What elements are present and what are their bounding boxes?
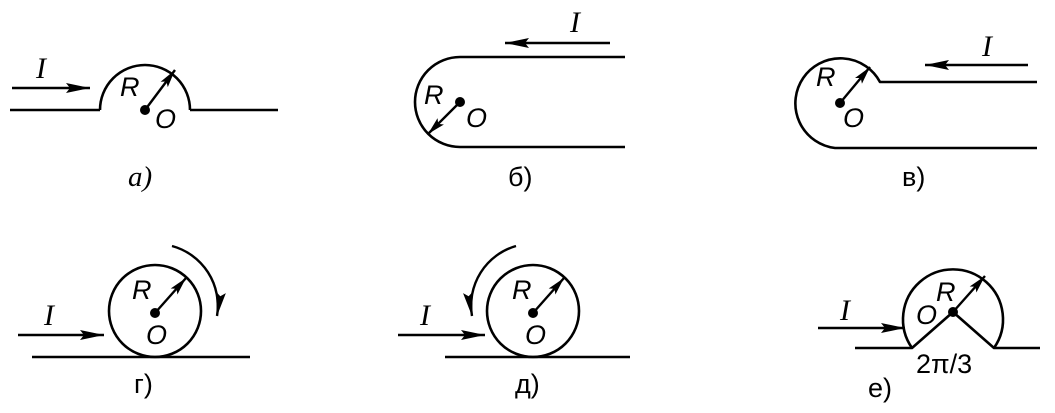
rotation-arrow-counterclockwise <box>463 244 517 317</box>
hairpin-wire <box>413 55 625 149</box>
radius-label: R <box>424 80 444 110</box>
loop-circle <box>107 263 203 359</box>
center-label: O <box>146 320 167 350</box>
radius-arrow <box>839 66 871 104</box>
radius-arrow <box>154 277 187 314</box>
radius-label: R <box>132 275 152 305</box>
caption-f: е) <box>868 373 892 403</box>
center-label: O <box>466 103 487 133</box>
radius-label: R <box>816 62 836 92</box>
angle-label: 2π/3 <box>916 349 972 379</box>
loop-circle <box>485 263 581 359</box>
panel-e: I R O д) <box>398 244 630 399</box>
current-label: I <box>569 6 582 39</box>
center-label: O <box>916 300 937 330</box>
current-label: I <box>839 294 852 327</box>
center-label: O <box>843 103 864 133</box>
radius-arrow <box>427 101 461 135</box>
current-label: I <box>43 299 56 332</box>
current-label: I <box>35 52 48 85</box>
caption-a: a) <box>128 161 152 193</box>
current-label: I <box>419 299 432 332</box>
radius-label: R <box>512 275 532 305</box>
center-label: O <box>155 104 176 134</box>
panel-b: I R O б) <box>413 6 625 192</box>
rotation-arrow-clockwise <box>171 244 226 317</box>
caption-e: д) <box>515 369 540 399</box>
center-label: O <box>525 320 546 350</box>
current-label: I <box>981 30 994 63</box>
loop-arc <box>901 268 1005 349</box>
caption-c: в) <box>902 162 925 192</box>
panel-c: I R O в) <box>794 30 1037 192</box>
panel-f: I R O 2π/3 е) <box>818 268 1040 403</box>
radius-arrow <box>144 69 176 111</box>
wire-with-arc <box>855 310 1040 350</box>
panel-a: I R O a) <box>10 52 278 193</box>
hook-wire <box>794 57 1037 150</box>
caption-b: б) <box>508 162 532 192</box>
radius-arrow <box>532 277 565 314</box>
radius-label: R <box>120 72 140 102</box>
caption-d: г) <box>134 369 153 399</box>
semicircle-arc <box>98 63 192 111</box>
panel-d: I R O г) <box>18 244 250 399</box>
radius-label: R <box>936 277 956 307</box>
radius-arrow <box>952 275 986 313</box>
